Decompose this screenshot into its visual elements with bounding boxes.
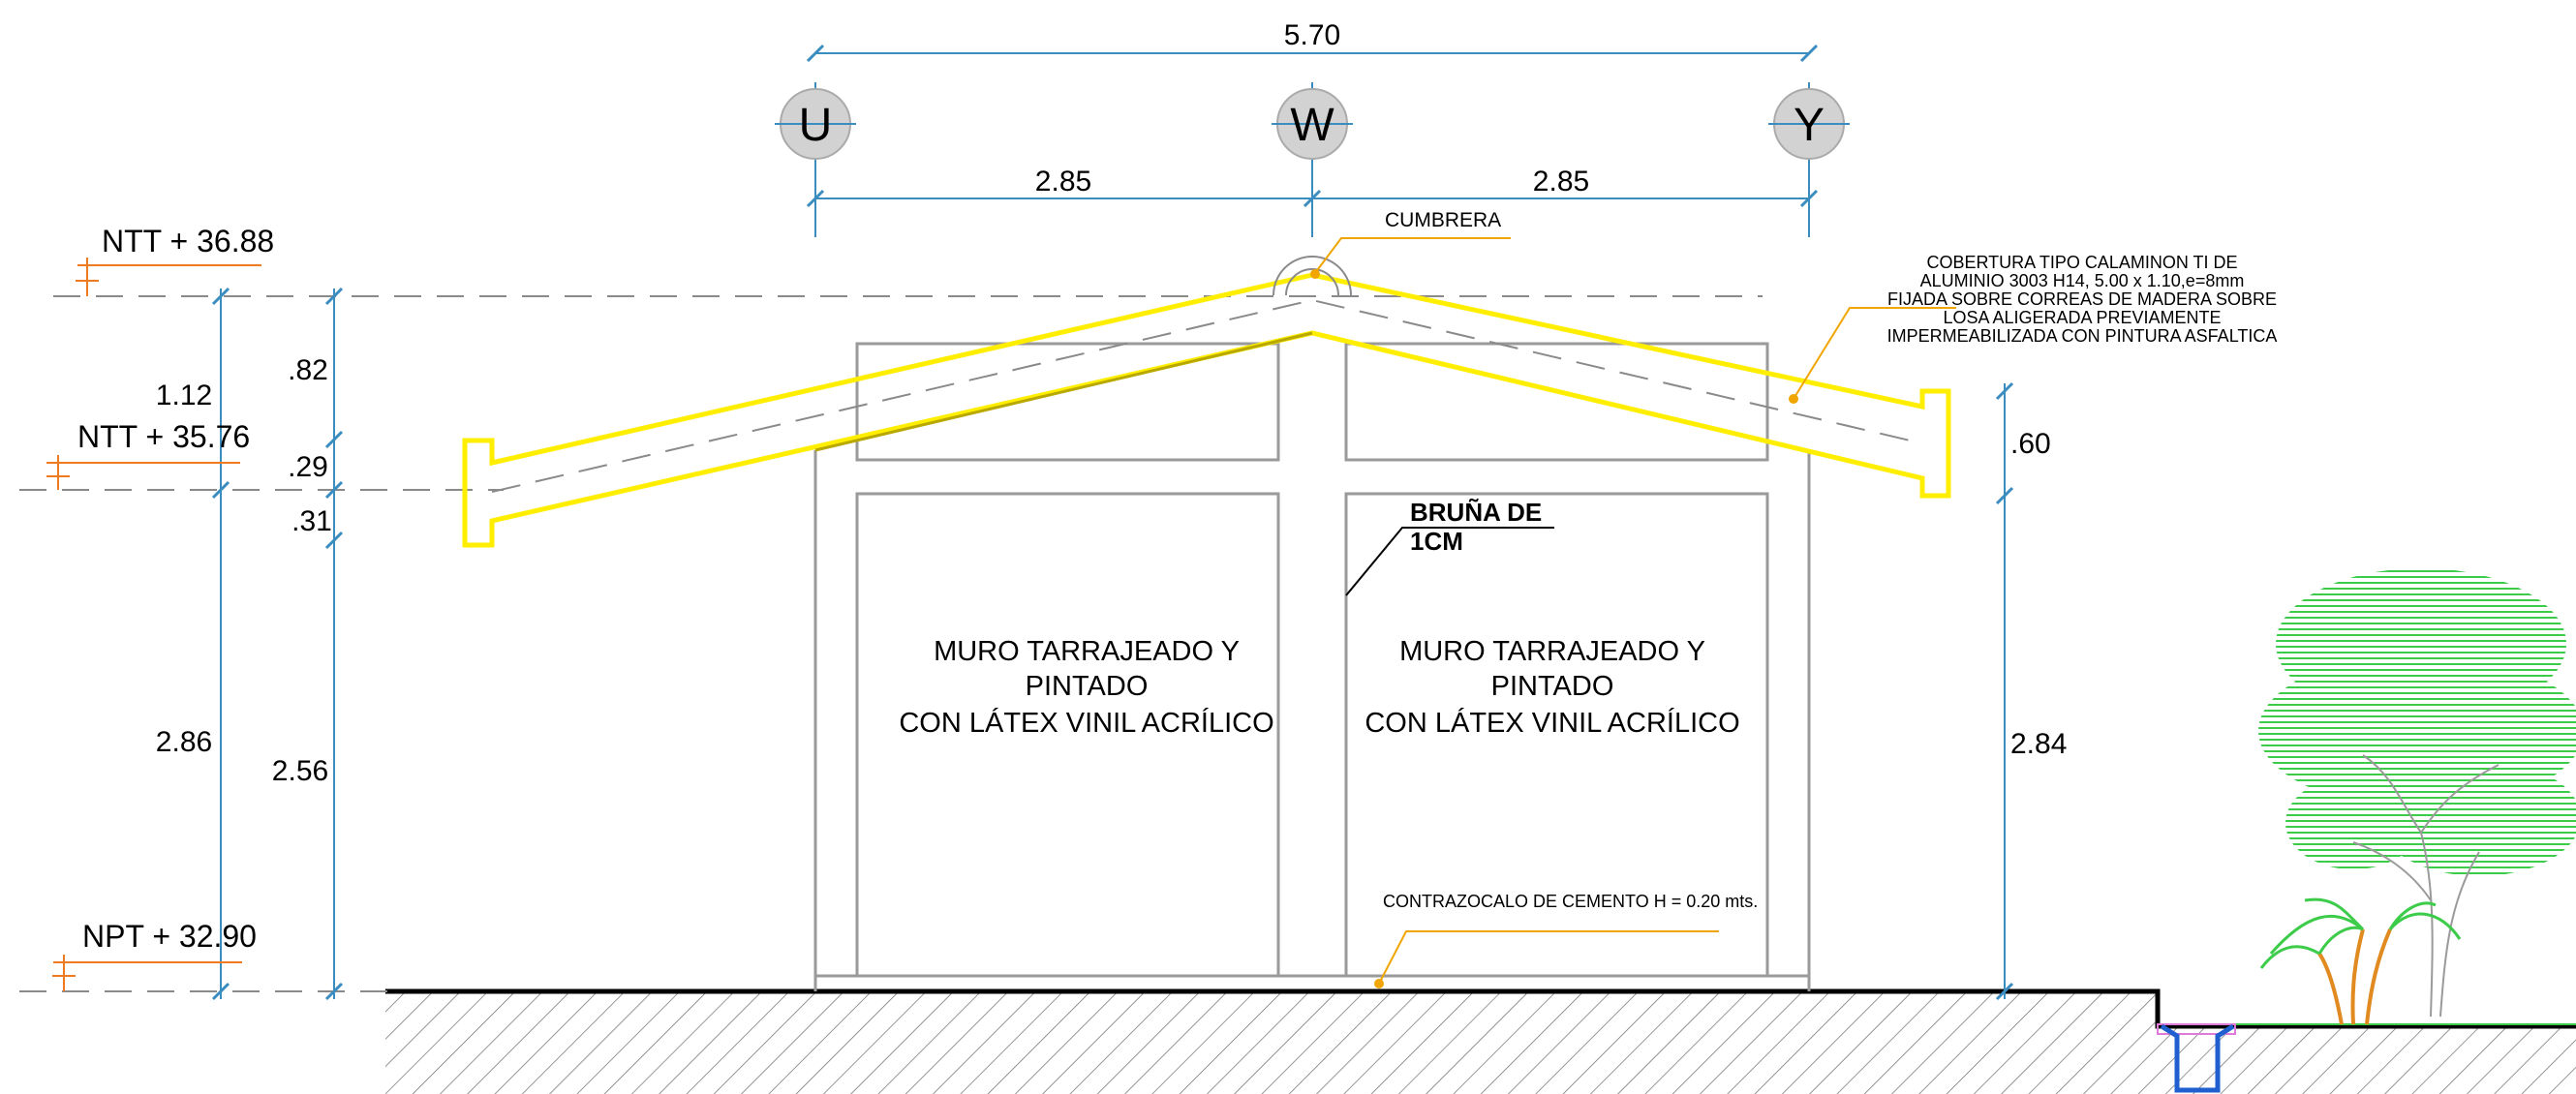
label-muro-right-1: MURO TARRAJEADO Y (1399, 636, 1705, 667)
level-npt: NPT + 32.90 (82, 919, 257, 954)
label-muro-left-3: CON LÁTEX VINIL ACRÍLICO (899, 707, 1273, 739)
drain-channel (2157, 1023, 2236, 1093)
axis-grid: U W Y 5.70 2.85 2.85 (775, 19, 1850, 237)
label-cobertura-1: COBERTURA TIPO CALAMINON TI DE (1926, 253, 2237, 272)
dim-left-inner-top: .82 (288, 354, 328, 386)
axis-bubble-y: Y (1768, 88, 1850, 160)
axis-label-u: U (799, 100, 833, 151)
roof-underside-left (814, 331, 1313, 452)
label-muro-left-2: PINTADO (1026, 671, 1149, 702)
dim-span-left: 2.85 (1035, 166, 1091, 198)
dim-right-top: .60 (2010, 428, 2051, 460)
label-cobertura-4: LOSA ALIGERADA PREVIAMENTE (1943, 308, 2221, 327)
level-marker-ntt-top: NTT + 36.88 (76, 224, 274, 296)
ground-line (385, 988, 2576, 1029)
ground-hatch-right (2158, 1026, 2576, 1094)
note-muro-right: MURO TARRAJEADO Y PINTADO CON LÁTEX VINI… (1365, 636, 1739, 739)
label-muro-left-1: MURO TARRAJEADO Y (934, 636, 1240, 667)
level-marker-npt: NPT + 32.90 (52, 919, 257, 991)
dim-total-span: 5.70 (1284, 19, 1340, 51)
roof-centerline (491, 298, 1923, 493)
label-bruna-1: BRUÑA DE (1410, 498, 1542, 527)
annotation-cobertura: COBERTURA TIPO CALAMINON TI DE ALUMINIO … (1789, 253, 2277, 404)
label-bruna-2: 1CM (1410, 527, 1463, 556)
axis-bubble-w: W (1272, 88, 1353, 160)
label-cobertura-5: IMPERMEABILIZADA CON PINTURA ASFALTICA (1887, 326, 2278, 346)
dim-left-outer-lower: 2.86 (156, 726, 212, 758)
annotation-bruna: BRUÑA DE 1CM (1345, 498, 1554, 596)
level-dash-lines (19, 295, 1763, 992)
label-contrazocalo: CONTRAZOCALO DE CEMENTO H = 0.20 mts. (1383, 892, 1758, 911)
roof (462, 256, 1951, 548)
level-ntt-top: NTT + 36.88 (102, 224, 274, 258)
axis-label-w: W (1290, 100, 1334, 151)
palm-illustration (2259, 897, 2462, 1025)
dim-left-inner-mid: .29 (288, 451, 328, 483)
panel-lower-left (855, 492, 1280, 978)
left-dimensions: 1.12 2.86 .82 .29 .31 2.56 (156, 287, 344, 1001)
ground (385, 988, 2576, 1094)
panel-upper-left (855, 342, 1280, 462)
panel-upper-right (1344, 342, 1769, 462)
right-dimensions: .60 2.84 (1995, 381, 2067, 1001)
dim-left-inner-bot: .31 (291, 505, 332, 537)
panel-lower-right (1344, 492, 1769, 978)
level-marker-ntt-mid: NTT + 35.76 (46, 419, 250, 490)
label-muro-right-2: PINTADO (1491, 671, 1614, 702)
tree-illustration (2258, 568, 2576, 1018)
axis-bubble-u: U (775, 88, 856, 160)
dim-left-inner-wall: 2.56 (272, 755, 328, 787)
label-cumbrera: CUMBRERA (1385, 209, 1501, 231)
ridge-cap (1273, 256, 1352, 296)
dim-right-wall: 2.84 (2010, 728, 2067, 760)
dim-span-right: 2.85 (1533, 166, 1589, 198)
label-muro-right-3: CON LÁTEX VINIL ACRÍLICO (1365, 707, 1739, 739)
ground-hatch (385, 991, 2158, 1094)
label-cobertura-3: FIJADA SOBRE CORREAS DE MADERA SOBRE (1887, 289, 2277, 309)
roof-slab (462, 272, 1951, 548)
note-muro-left: MURO TARRAJEADO Y PINTADO CON LÁTEX VINI… (899, 636, 1273, 739)
annotation-cumbrera: CUMBRERA (1310, 209, 1511, 279)
level-ntt-mid: NTT + 35.76 (77, 419, 250, 454)
label-cobertura-2: ALUMINIO 3003 H14, 5.00 x 1.10,e=8mm (1920, 271, 2245, 290)
annotation-contrazocalo: CONTRAZOCALO DE CEMENTO H = 0.20 mts. (1374, 892, 1758, 988)
dim-left-outer-upper: 1.12 (156, 380, 212, 411)
walls (813, 342, 1811, 991)
axis-label-y: Y (1794, 100, 1825, 151)
